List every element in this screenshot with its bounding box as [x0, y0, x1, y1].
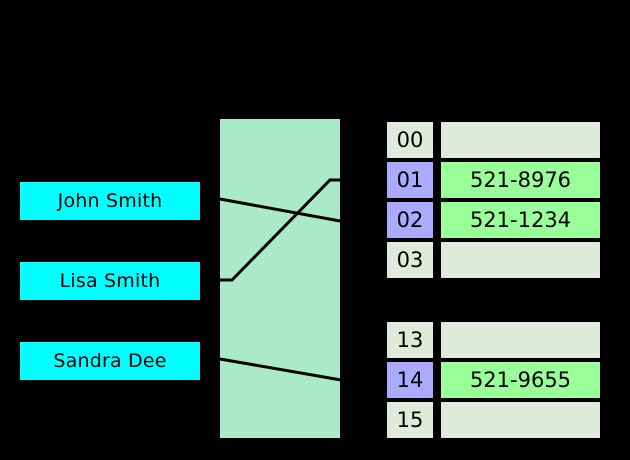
key-label-text: John Smith — [57, 189, 163, 212]
bucket-value — [440, 241, 601, 279]
bucket-value — [440, 321, 601, 359]
bucket-index: 14 — [386, 361, 434, 399]
bucket-index: 13 — [386, 321, 434, 359]
bucket-value — [440, 121, 601, 159]
key-label-text: Sandra Dee — [53, 349, 167, 372]
bucket-value: 521-1234 — [440, 201, 601, 239]
bucket-index: 03 — [386, 241, 434, 279]
bucket-value — [440, 401, 601, 439]
key-label-sandra-dee[interactable]: Sandra Dee — [20, 342, 200, 380]
key-label-text: Lisa Smith — [59, 269, 161, 292]
key-label-lisa-smith[interactable]: Lisa Smith — [20, 262, 200, 300]
key-label-john-smith[interactable]: John Smith — [20, 182, 200, 220]
hash-function-box — [220, 119, 340, 438]
bucket-value: 521-9655 — [440, 361, 601, 399]
bucket-index: 01 — [386, 161, 434, 199]
bucket-index: 02 — [386, 201, 434, 239]
bucket-value: 521-8976 — [440, 161, 601, 199]
bucket-index: 00 — [386, 121, 434, 159]
bucket-index: 15 — [386, 401, 434, 439]
